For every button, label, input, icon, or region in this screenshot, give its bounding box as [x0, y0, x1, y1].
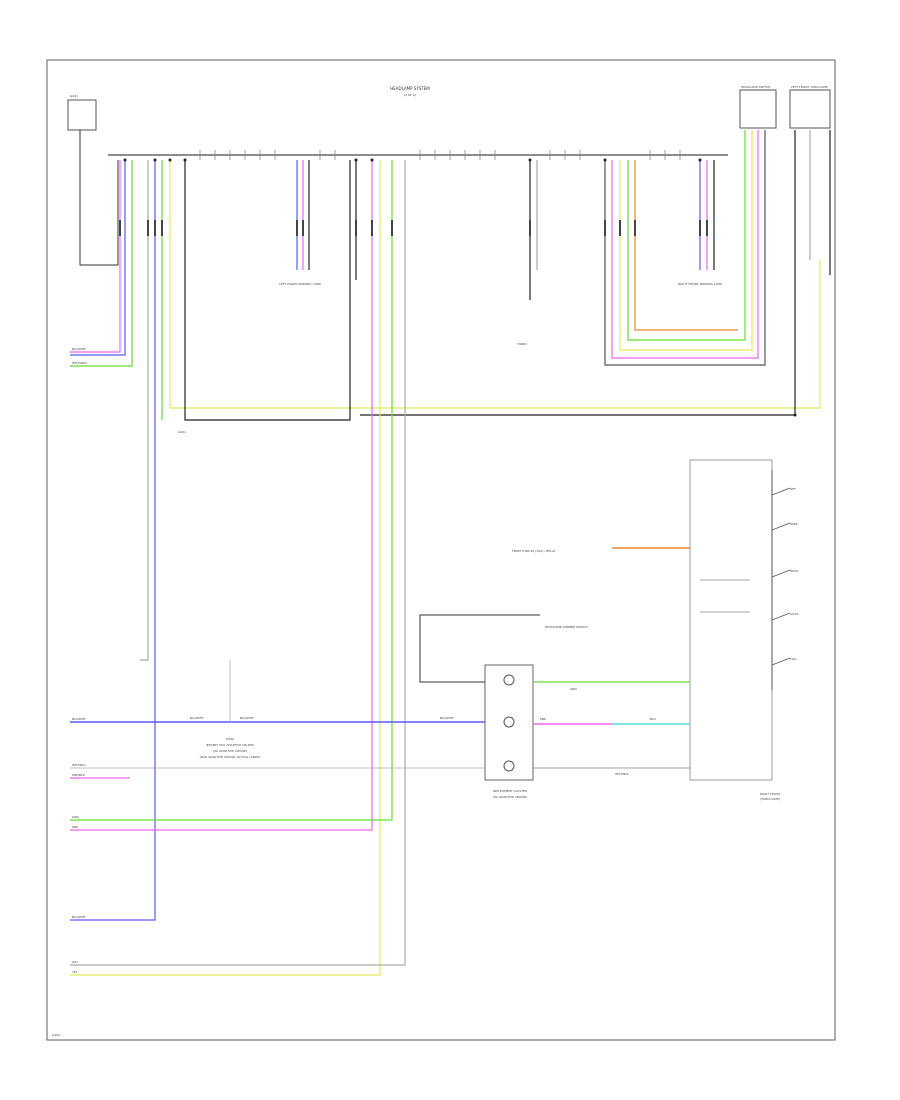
diagram-frame: [46, 59, 836, 1041]
switch-label-3: HEAD: [790, 569, 799, 573]
left-top-loop-wire: [79, 130, 119, 266]
bottom-wire-label-2: WHT/BLU: [72, 763, 86, 767]
switch-label-1: OFF: [790, 487, 796, 491]
bottom-wire-label-4: GRN: [72, 815, 79, 819]
bottom-wire-label-1: BLU/WHT: [72, 717, 86, 721]
diagram-title-sub: (2 OF 2): [404, 93, 416, 97]
top-right-box-1: [739, 89, 777, 129]
horn-label: HORN: [518, 342, 527, 346]
data-link-line-3: (W/ ADAPTIVE CRUISE): [213, 749, 247, 753]
wire-runs: [70, 130, 831, 976]
switch-label-4: AUTO: [790, 612, 799, 616]
left-top-connector-box: [67, 99, 97, 131]
instrument-cluster-box: [484, 664, 534, 781]
right-module-label: RIGHT FRONT: [760, 792, 781, 796]
mid-wire-label-1: BLU/WHT: [190, 716, 204, 720]
bottom-wire-label-3: PNK/BLK: [72, 773, 86, 777]
data-link-line-4: (W/O ADAPTIVE CRUISE, W/ FOG LAMPS): [200, 755, 261, 759]
dimmer-label: HEADLAMP DIMMER SWITCH: [545, 625, 588, 629]
mid-wire-label-3: BLU/WHT: [440, 716, 454, 720]
left-wire-label-2: WHT/GRN: [72, 361, 87, 365]
instrument-cluster-label: INSTRUMENT CLUSTER: [493, 789, 527, 793]
data-link-line-1: DATA: [226, 737, 235, 741]
cluster-connector-1: [503, 674, 515, 686]
bottom-wire-label-5: PNK: [72, 825, 79, 829]
connector-stub-marks: [119, 220, 708, 236]
data-link-line-2: (EXCEPT W/O ADAPTIVE CRUISE): [206, 743, 255, 747]
bottom-wire-label-6: BLU/WHT: [72, 915, 86, 919]
bottom-wire-label-8: YEL: [72, 970, 78, 974]
switch-contacts: [771, 487, 791, 666]
left-top-connector-label: G401: [70, 94, 78, 98]
cluster-connector-2: [503, 716, 515, 728]
switch-label-2: PARK: [790, 522, 799, 526]
right-wire-label-3: BLU: [650, 717, 656, 721]
right-wire-label-1: GRN: [570, 687, 577, 691]
dimmer-loop-wire: [419, 614, 540, 683]
diagram-title: HEADLAMP SYSTEM: [390, 86, 430, 91]
headlamp-switch-block: [689, 459, 773, 781]
connector-pins: [199, 150, 681, 160]
top-right-box-2: [789, 89, 831, 129]
bottom-wire-label-7: GRY: [72, 960, 78, 964]
left-wire-label-1: BLU/WHT: [72, 347, 86, 351]
top-right-box-1-label: HEADLAMP SWITCH: [741, 85, 770, 89]
splice-points: [123, 158, 797, 417]
top-right-box-2-label: LEFT FRONT TURN LAMP: [791, 85, 828, 89]
left-parking-lamp-label: LEFT FRONT PARKING LAMP: [279, 282, 321, 286]
right-module-sub: (TURN LAMP): [760, 797, 780, 801]
instrument-cluster-sub: (W/ ADAPTIVE CRUISE): [493, 795, 527, 799]
right-wire-label-4: WHT/BLK: [615, 772, 630, 776]
cluster-connector-3: [503, 760, 515, 772]
mid-wire-label-2: BLU/WHT: [240, 716, 254, 720]
page-tag: G402: [52, 1033, 60, 1037]
orange-feed-label: FROM FUSE 22 (10A) / RELAY: [512, 549, 556, 553]
right-parking-lamp-label: RIGHT FRONT PARKING LAMP: [678, 282, 722, 286]
switch-label-5: FOG: [790, 657, 797, 661]
ground-tag: G201: [178, 430, 186, 434]
right-wire-label-2: PNK: [540, 717, 547, 721]
